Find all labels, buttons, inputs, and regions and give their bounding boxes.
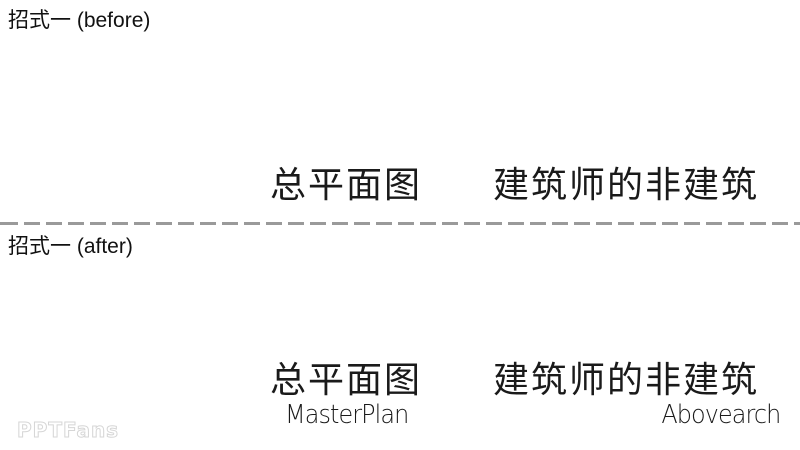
watermark-logo: PPTFans	[16, 418, 120, 443]
after-title-left: 总平面图	[270, 360, 423, 401]
before-title-right: 建筑师的非建筑	[493, 165, 760, 206]
dashed-divider	[0, 222, 800, 225]
after-subtitle-left: MasterPlan	[285, 400, 409, 430]
after-title-right: 建筑师的非建筑	[493, 360, 760, 401]
after-subtitle-right: Abovearch	[660, 400, 781, 430]
section-label-after: 招式一 (after)	[8, 235, 133, 258]
before-title-left: 总平面图	[270, 165, 423, 206]
section-label-before: 招式一 (before)	[8, 9, 151, 32]
